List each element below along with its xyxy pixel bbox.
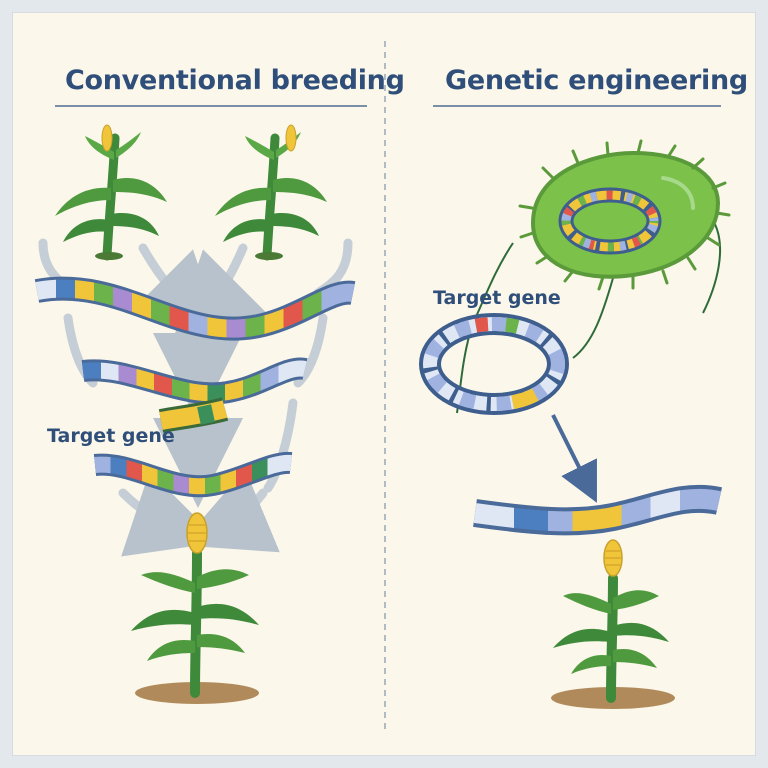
parent-plant-left-icon: [55, 125, 167, 260]
insertion-arrow-icon: [553, 415, 588, 485]
diagram-frame: Conventional breeding Genetic engineerin…: [12, 12, 756, 756]
offspring-plant-left-icon: [131, 513, 259, 704]
bacterium-icon: [457, 141, 729, 413]
parent-plant-right-icon: [215, 125, 327, 260]
dna-strand-top: [37, 289, 353, 329]
modified-plant-icon: [551, 540, 675, 709]
plasmid-ring-icon: [430, 324, 558, 404]
modified-dna-strand: [475, 499, 719, 522]
title-underline-left: [55, 105, 367, 107]
panel-title-right: Genetic engineering: [445, 65, 748, 96]
panel-title-left: Conventional breeding: [65, 65, 405, 96]
target-gene-segment: [161, 409, 225, 421]
target-gene-label-left: Target gene: [47, 425, 175, 447]
target-gene-label-right: Target gene: [433, 287, 561, 309]
title-underline-right: [433, 105, 721, 107]
dna-strand-bottom: [95, 463, 291, 486]
diagram-artwork: [13, 13, 757, 757]
